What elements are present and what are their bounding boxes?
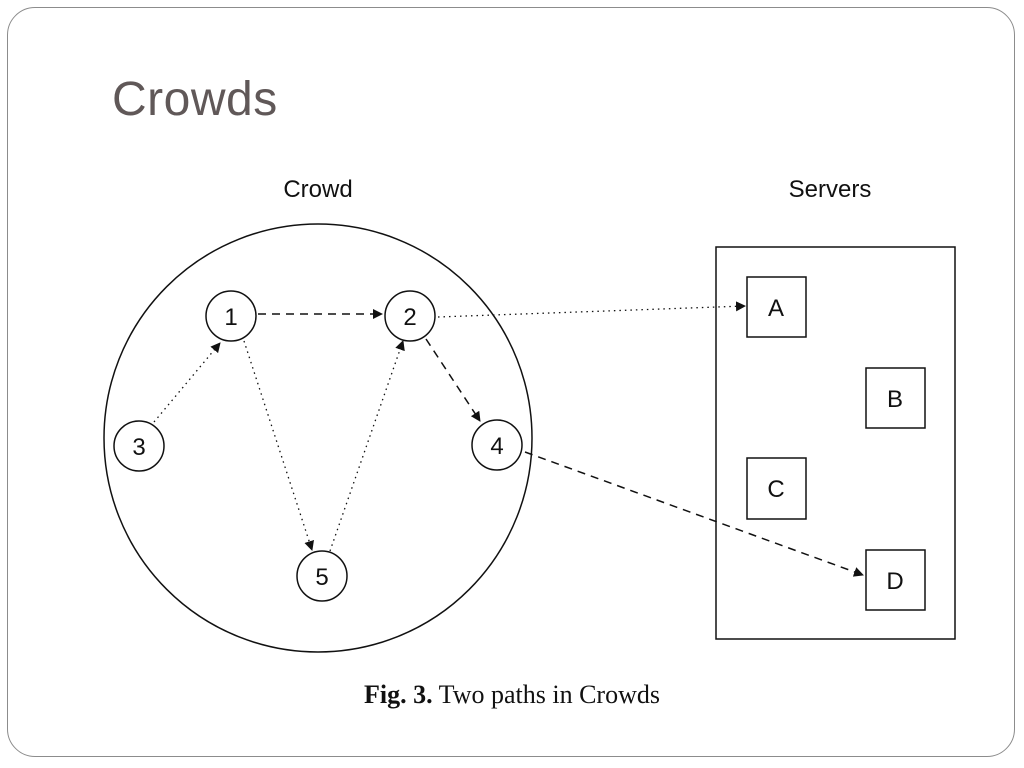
edge-2-to-a-dotted	[437, 301, 746, 318]
crowd-node-label: 4	[490, 433, 503, 460]
figure-caption: Fig. 3. Two paths in Crowds	[0, 680, 1024, 710]
server-label: D	[886, 568, 903, 595]
crowd-node-label: 5	[315, 564, 328, 591]
server-label: B	[887, 386, 903, 413]
crowd-node-label: 3	[132, 434, 145, 461]
server-box: D	[865, 549, 926, 611]
crowd-boundary	[103, 223, 533, 653]
server-label: C	[767, 476, 784, 503]
edge-2-to-4-dashed	[425, 338, 481, 422]
server-box: B	[865, 367, 926, 429]
server-box: A	[746, 276, 807, 338]
figure-caption-label: Fig. 3.	[364, 680, 433, 709]
edge-3-to-1-dotted	[153, 342, 221, 423]
edge-1-to-5-dotted	[243, 340, 314, 551]
slide-frame	[7, 7, 1015, 757]
edge-4-to-d-dashed	[524, 451, 864, 577]
servers-heading: Servers	[789, 176, 872, 203]
path-edges	[153, 301, 864, 577]
crowd-heading: Crowd	[283, 176, 352, 203]
crowd-node: 5	[296, 550, 348, 602]
crowd-node-label: 2	[403, 304, 416, 331]
server-label: A	[768, 295, 784, 322]
figure-caption-text: Two paths in Crowds	[438, 680, 660, 709]
crowd-node: 4	[471, 419, 523, 471]
server-box: C	[746, 457, 807, 520]
crowd-node: 3	[113, 420, 165, 472]
slide-title: Crowds	[112, 73, 278, 126]
edge-5-to-2-dotted	[329, 340, 405, 552]
crowd-node-label: 1	[224, 304, 237, 331]
crowd-node: 1	[205, 290, 257, 342]
servers-container	[715, 246, 956, 640]
crowd-node: 2	[384, 290, 436, 342]
